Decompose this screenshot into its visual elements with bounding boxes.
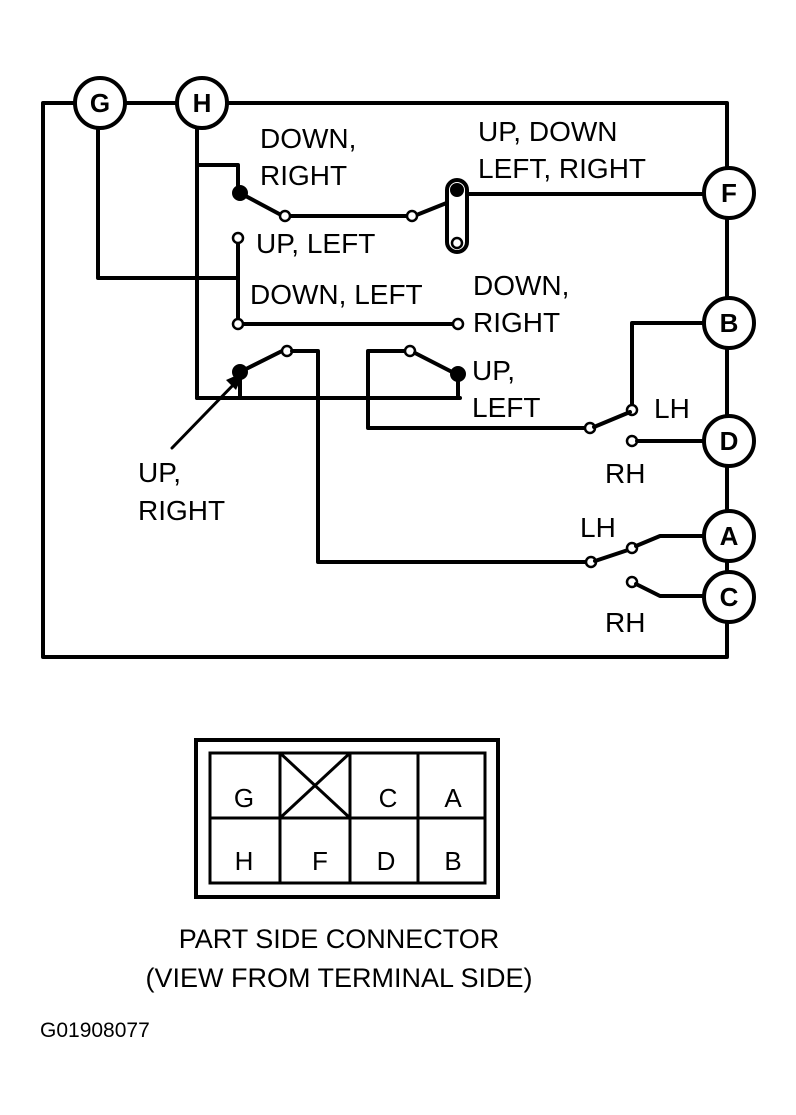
connector-cell-f: F (312, 846, 328, 876)
terminal-a: A (702, 509, 756, 563)
label-up-right-line2: RIGHT (138, 495, 225, 526)
label-down-left: DOWN, LEFT (250, 279, 423, 310)
label-lh-lower: LH (580, 512, 616, 543)
terminal-a-label: A (720, 521, 739, 551)
label-down-right-mid-line2: RIGHT (473, 307, 560, 338)
terminal-h: H (175, 76, 229, 130)
switch-lh-rh-ac (584, 534, 705, 598)
up-right-arrow (170, 372, 244, 450)
caption-line2: (VIEW FROM TERMINAL SIDE) (145, 963, 532, 993)
switch-top (232, 178, 705, 254)
terminal-d-label: D (720, 426, 739, 456)
terminal-b: B (702, 296, 756, 350)
label-up-down-line2: LEFT, RIGHT (478, 153, 646, 184)
terminal-g: G (73, 76, 127, 130)
label-up-left-top: UP, LEFT (256, 228, 375, 259)
connector-cell-g: G (234, 783, 254, 813)
terminal-f: F (702, 166, 756, 220)
connector-cell-a: A (444, 783, 462, 813)
empty-cavity-cross-icon (278, 751, 352, 820)
terminal-d: D (702, 414, 756, 468)
label-down-right-top-line1: DOWN, (260, 123, 356, 154)
label-down-right-top-line2: RIGHT (260, 160, 347, 191)
connector-cell-h: H (235, 846, 254, 876)
label-lh-upper: LH (654, 393, 690, 424)
label-down-right-mid-line1: DOWN, (473, 270, 569, 301)
g-branch-wire (96, 126, 240, 280)
terminal-g-label: G (90, 88, 110, 118)
outer-frame-wires (41, 101, 729, 659)
switch-middle (231, 231, 465, 331)
terminal-c-label: C (720, 582, 739, 612)
switch-lower (232, 344, 588, 564)
connector-cell-c: C (379, 783, 398, 813)
label-rh-lower: RH (605, 607, 645, 638)
caption-line1: PART SIDE CONNECTOR (179, 924, 500, 954)
terminal-c: C (702, 570, 756, 624)
part-side-connector: G C A H F D B (194, 738, 500, 899)
label-up-right-line1: UP, (138, 457, 181, 488)
figure-id: G01908077 (40, 1019, 150, 1042)
label-rh-upper: RH (605, 458, 645, 489)
terminal-f-label: F (721, 178, 737, 208)
connector-cell-d: D (377, 846, 396, 876)
connector-cell-b: B (444, 846, 461, 876)
label-up-left-lower-line2: LEFT (472, 392, 540, 423)
label-up-left-lower-line1: UP, (472, 355, 515, 386)
terminal-b-label: B (720, 308, 739, 338)
switch-lh-rh-bd (583, 321, 705, 448)
label-up-down-line1: UP, DOWN (478, 116, 618, 147)
terminal-h-label: H (193, 88, 212, 118)
